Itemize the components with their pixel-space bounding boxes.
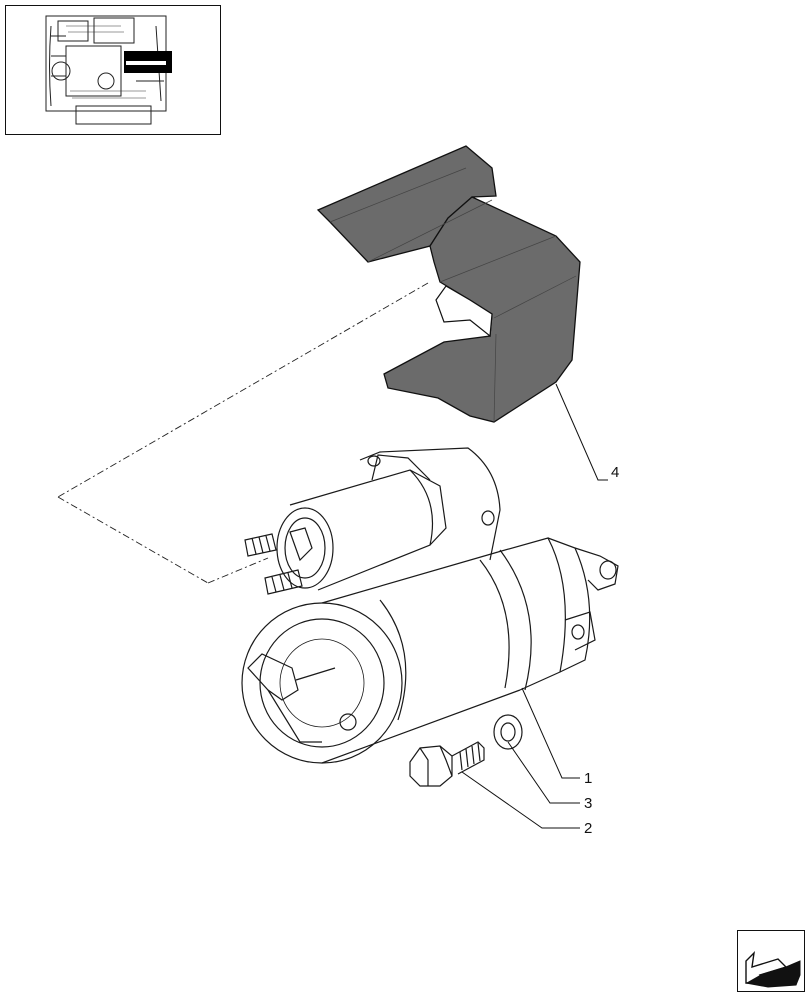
engine-locator-thumbnail-icon (45, 15, 172, 125)
callout-3: 3 (584, 795, 593, 812)
bolt-part (409, 741, 485, 787)
callout-1: 1 (584, 770, 593, 787)
callout-4: 4 (611, 464, 620, 481)
callout-2: 2 (584, 820, 593, 837)
next-page-arrow-icon (745, 951, 801, 988)
washer-part (493, 714, 523, 750)
engine-thumbnail (5, 5, 221, 135)
next-page-button[interactable] (737, 930, 805, 992)
starter-motor-part (241, 447, 619, 764)
guide-lines (57, 282, 429, 584)
cover-shield-part (316, 145, 581, 423)
leader-lines (461, 383, 608, 829)
